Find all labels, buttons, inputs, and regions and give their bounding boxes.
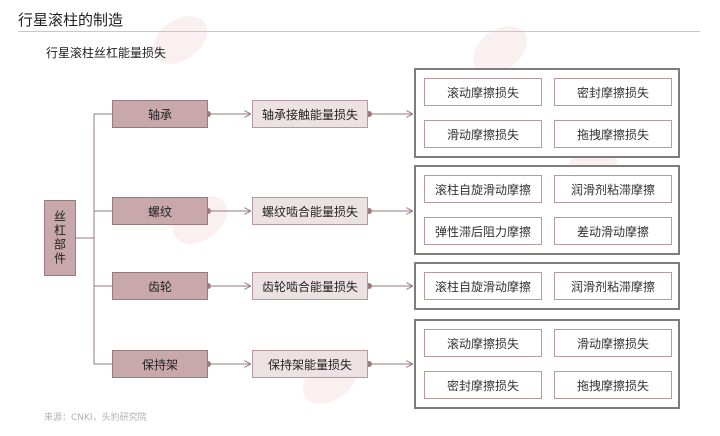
component-node-cage: 保持架 [112, 350, 208, 378]
loss-group-thread: 滚柱自旋滑动摩擦 润滑剂粘滞摩擦 弹性滞后阻力摩擦 差动滑动摩擦 [414, 165, 680, 255]
loss-item: 滚动摩擦损失 [424, 78, 542, 106]
loss-item: 滑动摩擦损失 [424, 120, 542, 148]
loss-node-bearing: 轴承接触能量损失 [252, 100, 368, 128]
loss-node-gear: 齿轮啮合能量损失 [252, 272, 368, 300]
component-node-thread: 螺纹 [112, 197, 208, 225]
loss-item: 滚动摩擦损失 [424, 329, 542, 357]
loss-item: 差动滑动摩擦 [554, 217, 672, 245]
title-divider [18, 31, 700, 32]
loss-item: 弹性滞后阻力摩擦 [424, 217, 542, 245]
loss-item: 密封摩擦损失 [554, 78, 672, 106]
loss-item: 拖拽摩擦损失 [554, 371, 672, 399]
loss-group-cage: 滚动摩擦损失 滑动摩擦损失 密封摩擦损失 拖拽摩擦损失 [414, 319, 680, 409]
component-node-gear: 齿轮 [112, 272, 208, 300]
loss-node-cage: 保持架能量损失 [252, 350, 368, 378]
loss-item: 拖拽摩擦损失 [554, 120, 672, 148]
loss-item: 滑动摩擦损失 [554, 329, 672, 357]
loss-item: 滚柱自旋滑动摩擦 [424, 272, 542, 300]
root-node: 丝杠部件 [44, 200, 76, 276]
loss-item: 密封摩擦损失 [424, 371, 542, 399]
diagram-subtitle: 行星滚柱丝杠能量损失 [46, 46, 167, 60]
loss-group-bearing: 滚动摩擦损失 密封摩擦损失 滑动摩擦损失 拖拽摩擦损失 [414, 68, 680, 158]
loss-item: 滚柱自旋滑动摩擦 [424, 175, 542, 203]
loss-item: 润滑剂粘滞摩擦 [554, 175, 672, 203]
source-note: 来源：CNKI，头豹研究院 [44, 413, 147, 423]
loss-node-thread: 螺纹啮合能量损失 [252, 197, 368, 225]
component-node-bearing: 轴承 [112, 100, 208, 128]
loss-item: 润滑剂粘滞摩擦 [554, 272, 672, 300]
page-title: 行星滚柱的制造 [18, 11, 124, 29]
loss-group-gear: 滚柱自旋滑动摩擦 润滑剂粘滞摩擦 [414, 262, 680, 310]
root-label: 丝杠部件 [52, 210, 67, 266]
